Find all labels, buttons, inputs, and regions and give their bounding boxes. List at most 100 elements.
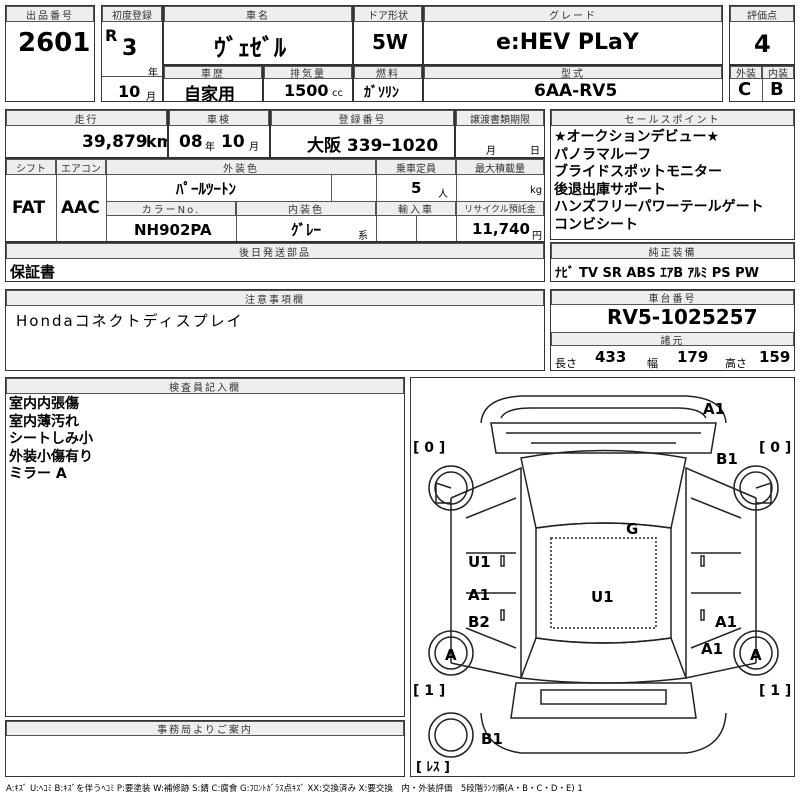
reg-year-unit: 年 bbox=[148, 68, 158, 79]
model-box: 型式 6AA-RV5 bbox=[423, 65, 723, 102]
color-no-header: カラーNo. bbox=[106, 201, 236, 216]
spec-length-label: 長さ bbox=[555, 357, 577, 370]
fuel-header: 燃料 bbox=[354, 66, 422, 80]
office-header: 事務局よりご案内 bbox=[6, 721, 404, 736]
inspector-note: 室内薄汚れ bbox=[9, 413, 79, 430]
door-header: ドア形状 bbox=[354, 6, 422, 22]
load-unit: kg bbox=[530, 185, 543, 196]
mileage-header: 走行 bbox=[6, 110, 167, 126]
import-header: 輸入車 bbox=[376, 201, 456, 216]
spec-height: 159 bbox=[759, 348, 791, 366]
mileage-unit: km bbox=[146, 132, 167, 151]
transfer-header: 譲渡書類期限 bbox=[456, 110, 544, 126]
spec-width-label: 幅 bbox=[647, 357, 658, 370]
spec-length: 433 bbox=[595, 348, 627, 366]
history-box: 車歴 自家用 bbox=[163, 65, 263, 102]
mark-b2-left: B2 bbox=[468, 613, 490, 631]
car-name-header: 車名 bbox=[164, 6, 352, 22]
office-box: 事務局よりご案内 bbox=[5, 720, 405, 777]
mark-a-left: A bbox=[445, 646, 457, 664]
first-reg-header: 初度登録 bbox=[102, 6, 162, 22]
chassis-value: RV5-1025257 bbox=[607, 305, 758, 329]
later-parts-box: 後日発送部品 保証書 bbox=[5, 242, 545, 282]
spec-width: 179 bbox=[677, 348, 709, 366]
car-name: ｳﾞｪｾﾞﾙ bbox=[214, 34, 286, 62]
grade-header: グレード bbox=[424, 6, 722, 22]
lot-number-header: 出品番号 bbox=[6, 6, 94, 22]
sales-points-header: セールスポイント bbox=[551, 110, 794, 126]
inspector-note: シートしみ小 bbox=[9, 431, 93, 447]
later-parts-value: 保証書 bbox=[10, 263, 56, 281]
mark-b1-bottom: B1 bbox=[481, 730, 503, 748]
recycle-value: 11,740 bbox=[472, 220, 530, 238]
reg-era: R bbox=[105, 26, 118, 45]
specs-header: 諸元 bbox=[551, 332, 794, 347]
mileage-box: 走行 39,879 km bbox=[5, 109, 168, 158]
spare-tire: [ ﾚｽ ] bbox=[416, 760, 450, 775]
inspector-note: 外装小傷有り bbox=[9, 448, 93, 465]
reg-year: 3 bbox=[122, 36, 138, 61]
mark-a1-right-2: A1 bbox=[701, 640, 724, 658]
mark-g: G bbox=[626, 520, 639, 538]
transfer-month: 月 bbox=[486, 146, 496, 157]
history-value: 自家用 bbox=[184, 85, 235, 102]
sales-point: パノラマルーフ bbox=[554, 146, 652, 163]
mark-u1-left: U1 bbox=[468, 553, 491, 571]
displacement-box: 排気量 1500 cc bbox=[263, 65, 353, 102]
inspector-list: 室内内張傷 室内薄汚れ シートしみ小 外装小傷有り ミラー A bbox=[9, 396, 93, 484]
transfer-day: 日 bbox=[530, 146, 540, 157]
door-value: 5W bbox=[372, 30, 408, 54]
inspection-box: 車検 08 年 10 月 bbox=[168, 109, 270, 158]
sales-point: ★オークションデビュー★ bbox=[554, 129, 720, 145]
door-box: ドア形状 5W bbox=[353, 5, 423, 65]
mark-a1-top: A1 bbox=[703, 400, 726, 418]
mileage-value: 39,879 bbox=[82, 132, 148, 152]
model-value: 6AA-RV5 bbox=[534, 81, 618, 101]
insp-month-unit: 月 bbox=[249, 142, 259, 153]
reg-month: 10 bbox=[118, 82, 141, 101]
notes-header: 注意事項欄 bbox=[6, 290, 544, 306]
recycle-unit: 円 bbox=[532, 231, 542, 242]
spec-height-label: 高さ bbox=[725, 357, 747, 370]
notes-box: 注意事項欄 Hondaコネクトディスプレイ bbox=[5, 289, 545, 371]
tire-tread-bottom-left: [ 1 ] bbox=[413, 683, 446, 699]
tire-tread-top-left: [ 0 ] bbox=[413, 440, 446, 456]
spec-grid: シフト エアコン 外装色 乗車定員 最大積載量 FAT AAC ﾊﾟｰﾙﾂｰﾄﾝ… bbox=[5, 158, 545, 242]
insp-year-unit: 年 bbox=[205, 142, 215, 153]
ext-header: 外装 bbox=[730, 66, 762, 80]
car-outline bbox=[428, 395, 779, 758]
chassis-header: 車台番号 bbox=[551, 290, 794, 305]
tire-tread-top-right: [ 0 ] bbox=[759, 440, 792, 456]
lot-number-box: 出品番号 2601 bbox=[5, 5, 95, 102]
shift-value: FAT bbox=[12, 198, 46, 218]
registration-box: 初度登録 R 3 年 10 月 bbox=[101, 5, 163, 102]
mark-b1-right: B1 bbox=[716, 450, 738, 468]
history-header: 車歴 bbox=[164, 66, 262, 80]
int-grade: B bbox=[770, 79, 784, 100]
car-name-box: 車名 ｳﾞｪｾﾞﾙ bbox=[163, 5, 353, 65]
aircon-header: エアコン bbox=[56, 159, 106, 175]
model-header: 型式 bbox=[424, 66, 722, 80]
displacement-unit: cc bbox=[332, 88, 343, 99]
reg-no-box: 登録番号 大阪 339ｰ1020 bbox=[270, 109, 455, 158]
capacity-unit: 人 bbox=[438, 189, 448, 200]
ext-int-box: 外装 内装 C B bbox=[729, 65, 795, 102]
reg-no-value: 大阪 339ｰ1020 bbox=[307, 136, 439, 156]
int-color-value: ｸﾞﾚｰ bbox=[291, 221, 322, 239]
grade-box: グレード e:HEV PLaY bbox=[423, 5, 723, 65]
inspector-box: 検査員記入欄 室内内張傷 室内薄汚れ シートしみ小 外装小傷有り ミラー A bbox=[5, 377, 405, 717]
equipment-header: 純正装備 bbox=[551, 243, 794, 259]
capacity-header: 乗車定員 bbox=[376, 159, 456, 175]
recycle-header: リサイクル預託金 bbox=[456, 201, 544, 216]
legend: A:ｷｽﾞ U:ﾍｺﾐ B:ｷｽﾞを伴うﾍｺﾐ P:要塗装 W:補修跡 S:錆 … bbox=[6, 784, 583, 794]
sales-point: 後退出庫サポート bbox=[554, 181, 666, 198]
max-load-header: 最大積載量 bbox=[456, 159, 544, 175]
equipment-box: 純正装備 ﾅﾋﾞ TV SR ABS ｴｱB ｱﾙﾐ PS PW bbox=[550, 242, 795, 282]
int-header: 内装 bbox=[762, 66, 794, 80]
displacement-header: 排気量 bbox=[264, 66, 352, 80]
inspection-header: 車検 bbox=[169, 110, 269, 126]
sales-points-list: ★オークションデビュー★ パノラマルーフ ブライドスポットモニター 後退出庫サポ… bbox=[554, 129, 764, 234]
int-color-unit: 系 bbox=[358, 231, 368, 242]
transfer-box: 譲渡書類期限 月 日 bbox=[455, 109, 545, 158]
displacement-value: 1500 bbox=[284, 81, 329, 100]
